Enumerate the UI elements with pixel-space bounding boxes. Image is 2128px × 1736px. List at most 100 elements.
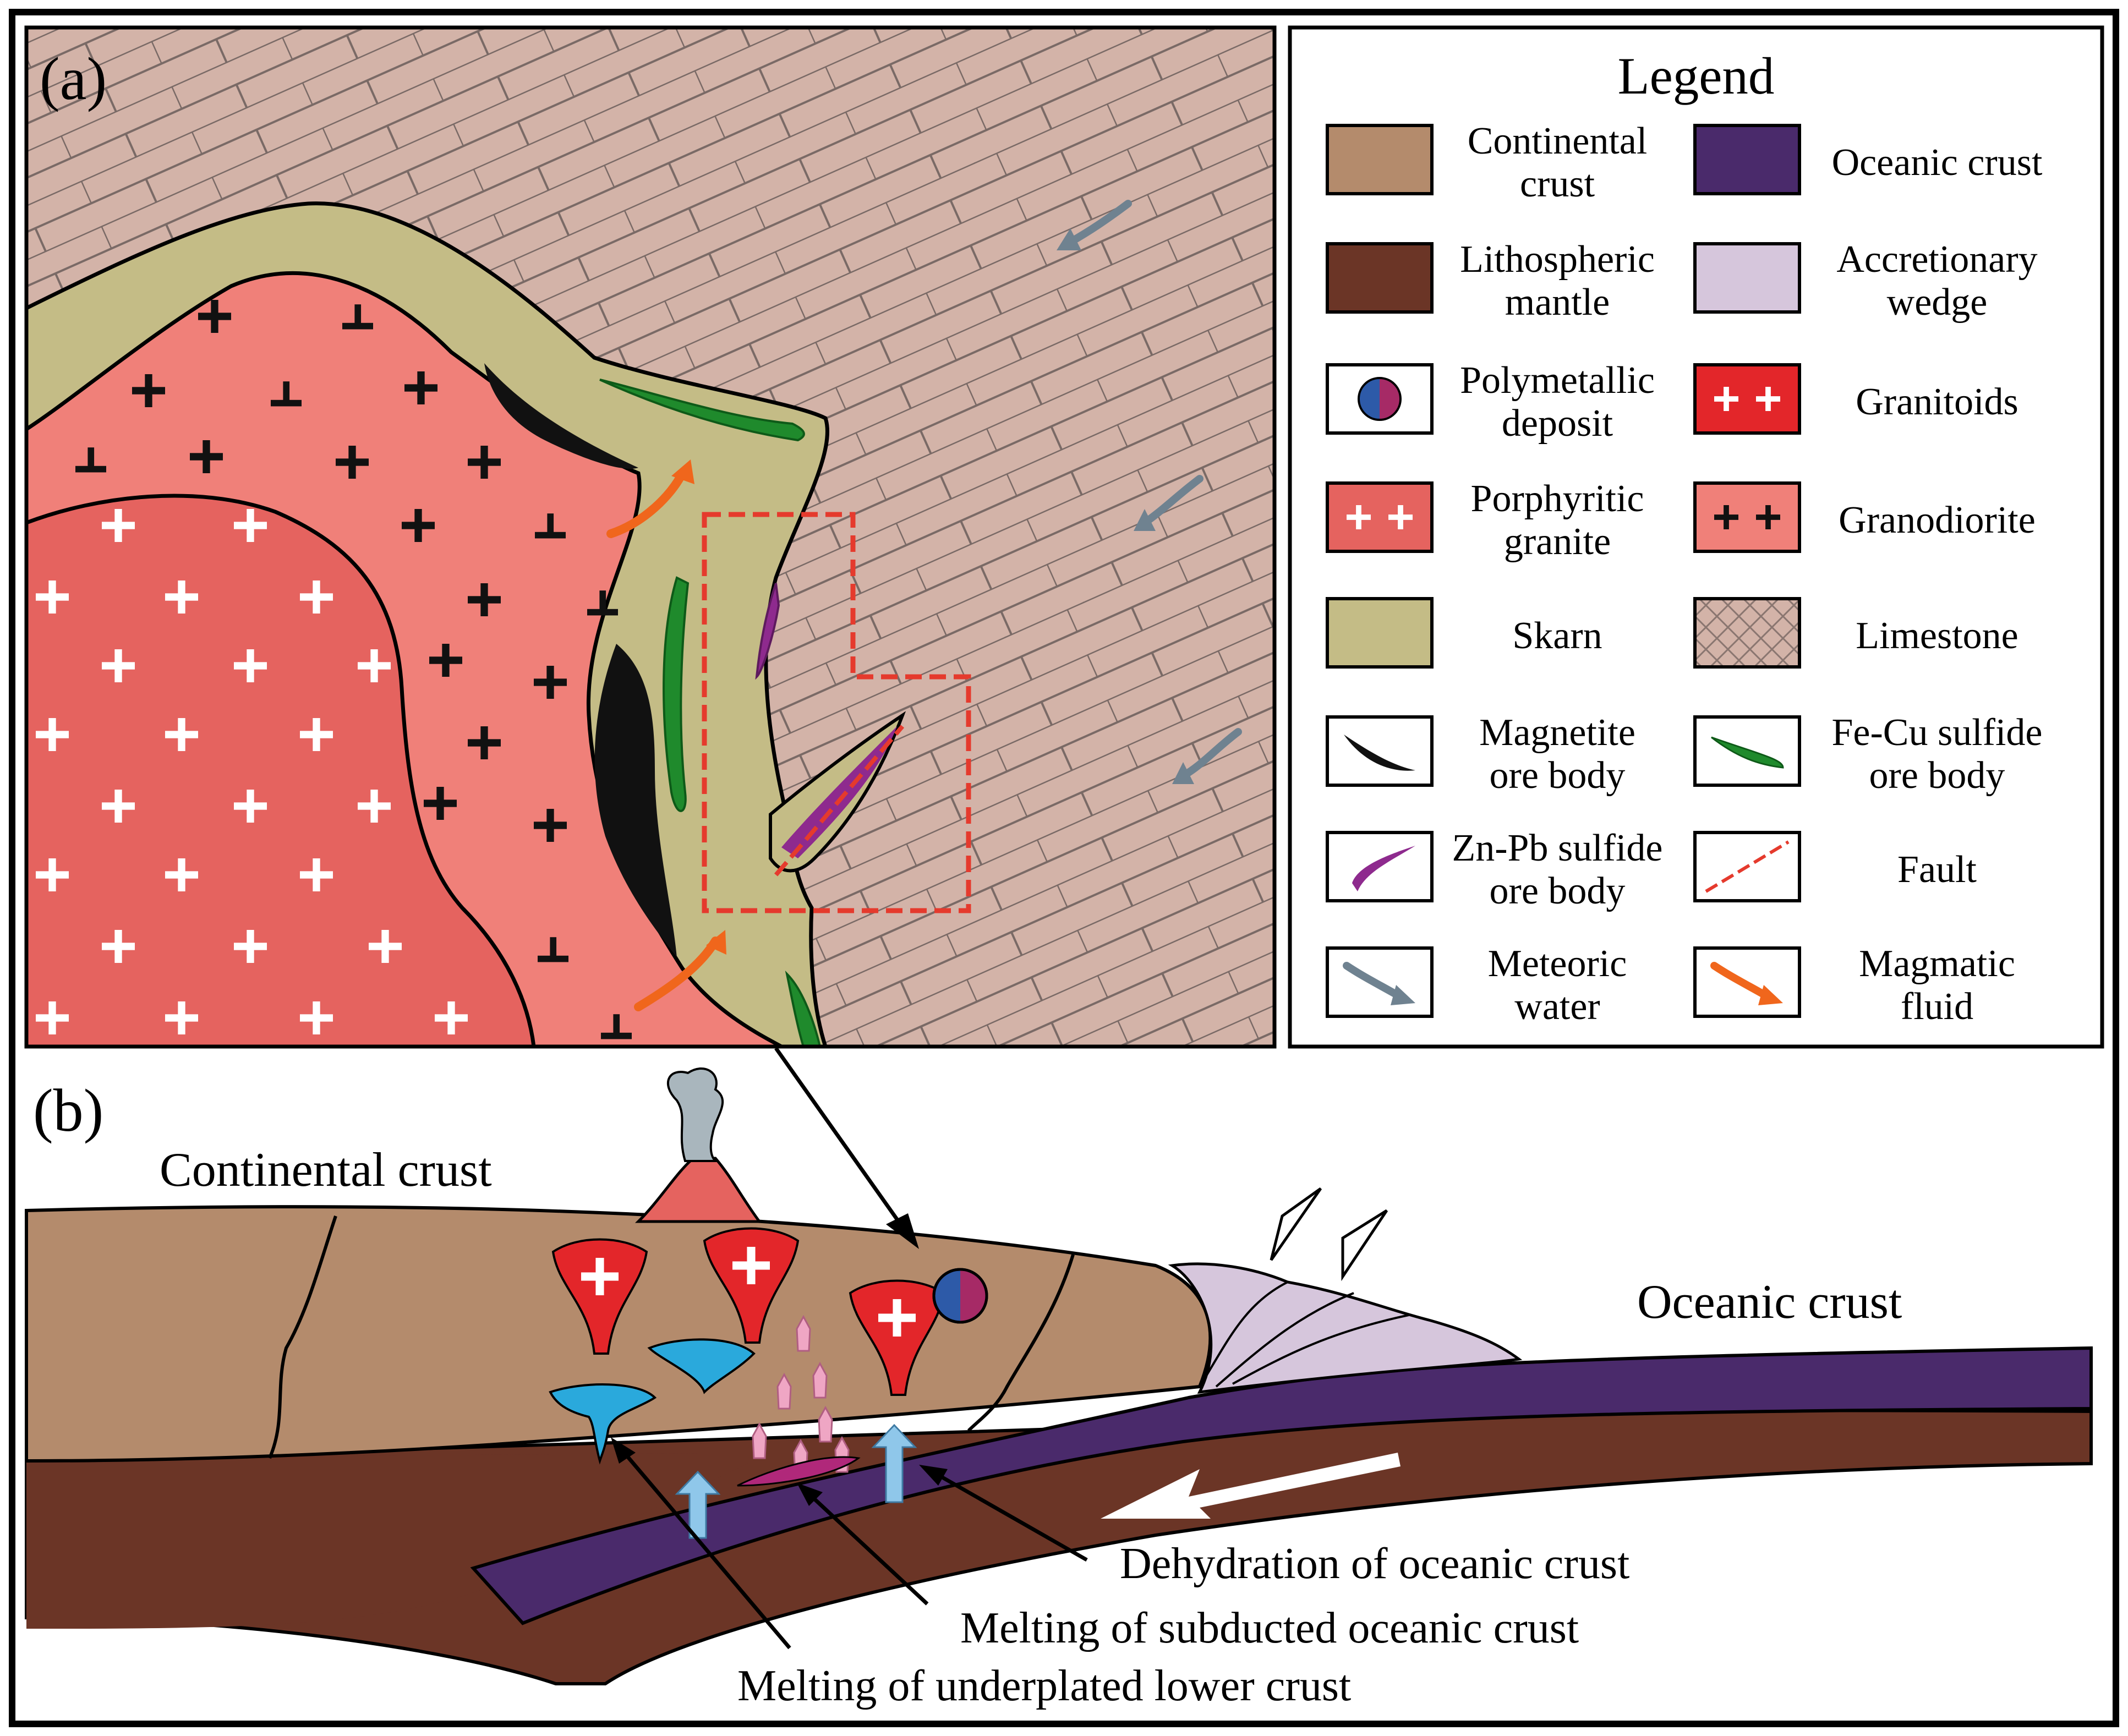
continental-crust-swatch: [1326, 124, 1434, 195]
porphyritic-granite-cross: [102, 649, 135, 682]
legend-label: Fe-Cu sulfide: [1831, 711, 2042, 754]
subduction-direction-arrow: [1101, 1453, 1401, 1519]
granitoid-cross: [878, 1299, 916, 1337]
magnetite-ore-body-icon: [1326, 715, 1434, 787]
porphyritic-granite-cross: [358, 649, 391, 682]
oceanic-crust-title: Oceanic crust: [1637, 1275, 1902, 1329]
granitoid-plutons: [551, 1227, 945, 1396]
oceanic-crust-swatch: [1693, 124, 1801, 195]
granitoid-cross: [732, 1247, 770, 1284]
accretionary-thrusts: [1199, 1281, 1409, 1388]
porphyritic-granite-cross: [234, 509, 267, 542]
melt-droplet: [818, 1405, 833, 1443]
porphyritic-granite-cross: [36, 1001, 69, 1034]
annotation-melting-subducted-crust: Melting of subducted oceanic crust: [960, 1604, 1579, 1652]
lithospheric-mantle-left: [26, 1453, 770, 1629]
porphyritic-granite-swatch: [1326, 481, 1434, 553]
granodiorite-cross: [336, 446, 369, 479]
legend-label: ore body: [1490, 870, 1626, 912]
porphyritic-granite-cross: [234, 790, 267, 823]
fe-cu-sulfide-ore-body-upper: [599, 379, 805, 442]
meteoric-water-arrow-icon: [1326, 946, 1434, 1018]
legend-label: deposit: [1502, 402, 1613, 445]
annotation-arrows: [620, 1047, 1088, 1650]
accretionary-wedge-swatch: [1693, 242, 1801, 314]
granodiorite-cross: [198, 300, 231, 333]
granodiorite-cross: [468, 446, 501, 479]
porphyritic-granite-cross: [165, 581, 198, 614]
magnetite-ore-body-lower: [594, 644, 677, 957]
granodiorite-cross: [402, 509, 435, 542]
granodiorite-symbols: [75, 300, 632, 1039]
annotation-dehydration: Dehydration of oceanic crust: [1120, 1540, 1629, 1588]
legend-label: Magmatic: [1859, 943, 2015, 985]
melt-droplet: [796, 1315, 811, 1352]
legend-label: ore body: [1490, 754, 1626, 797]
porphyritic-granite-cross: [358, 790, 391, 823]
legend-label: Magnetite: [1479, 711, 1635, 754]
granodiorite-cross: [534, 809, 567, 842]
panel-b-label: (b): [33, 1077, 103, 1144]
fe-cu-sulfide-ore-body-icon: [1693, 715, 1801, 787]
legend-label: water: [1514, 985, 1600, 1028]
polymetallic-deposit-icon: [1326, 363, 1434, 435]
granodiorite-tee: [271, 381, 302, 407]
porphyritic-granite-cross: [234, 930, 267, 963]
porphyritic-granite-cross: [300, 718, 333, 751]
porphyritic-granite-cross: [102, 790, 135, 823]
legend-label: Granodiorite: [1839, 499, 2036, 541]
legend-label: Continental: [1468, 120, 1648, 162]
legend-label: Porphyritic: [1471, 478, 1644, 520]
panel-a-label: (a): [40, 45, 107, 112]
porphyritic-granite-cross: [165, 858, 198, 891]
meteoric-water-arrows: [1066, 200, 1242, 780]
porphyritic-granite-cross: [300, 858, 333, 891]
legend-label: Lithospheric: [1460, 238, 1655, 281]
zn-pb-sulfide-ore-body-skarn: [755, 583, 780, 680]
legend-label: Fault: [1897, 848, 1977, 891]
porphyritic-granite-cross: [369, 930, 402, 963]
legend-label: granite: [1504, 521, 1611, 563]
granitoids-swatch: [1693, 363, 1801, 435]
legend-label: Polymetallic: [1460, 359, 1655, 402]
porphyritic-granite-cross: [36, 858, 69, 891]
granitoid-pluton: [849, 1279, 945, 1396]
porphyritic-granite-cross: [300, 1001, 333, 1034]
detail-outline-box: [702, 512, 971, 913]
zn-pb-sulfide-ore-body-fault: [781, 726, 897, 858]
porphyritic-granite-body: [26, 494, 536, 1047]
legend-label: wedge: [1887, 281, 1988, 324]
granitoid-pluton: [703, 1227, 800, 1344]
porphyritic-granite-symbols: [36, 509, 468, 1034]
zn-pb-sulfide-ore-body-icon: [1326, 831, 1434, 902]
porphyritic-granite-cross: [165, 718, 198, 751]
granitoid-cross: [581, 1258, 619, 1295]
porphyritic-granite-cross: [435, 1001, 468, 1034]
continental-crust-title: Continental crust: [160, 1143, 492, 1197]
porphyritic-granite-cross: [102, 509, 135, 542]
granitoid-pluton: [551, 1238, 648, 1355]
granodiorite-cross: [132, 374, 165, 407]
magmatic-fluid-arrows: [606, 469, 720, 1011]
fe-cu-sulfide-ore-body-lower: [785, 970, 822, 1047]
annotation-melting-lower-crust: Melting of underplated lower crust: [737, 1662, 1351, 1710]
legend-item: Limestone: [1693, 597, 2018, 669]
porphyritic-granite-cross: [234, 649, 267, 682]
legend-label: Limestone: [1856, 615, 2018, 657]
legend-label: Granitoids: [1856, 381, 2018, 423]
wedge-flag-2: [1341, 1209, 1388, 1282]
skarn-swatch: [1326, 597, 1434, 669]
melt-droplet: [776, 1372, 792, 1410]
melt-droplets: [752, 1315, 850, 1476]
legend-item: Granitoids: [1693, 363, 2018, 435]
